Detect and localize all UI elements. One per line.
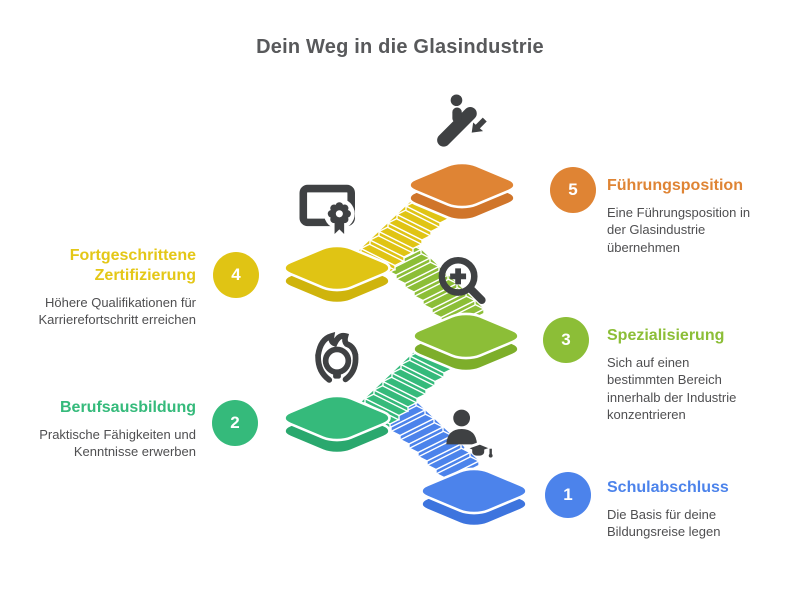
platform-step-1 bbox=[413, 465, 535, 529]
step-2-text-block: Berufsausbildung Praktische Fähigkeiten … bbox=[28, 398, 196, 461]
platform-step-2 bbox=[276, 392, 398, 456]
step-5-title: Führungsposition bbox=[607, 177, 743, 194]
step-3-description: Sich auf einen bestimmten Bereich innerh… bbox=[607, 355, 737, 423]
page-title: Dein Weg in die Glasindustrie bbox=[256, 36, 544, 58]
step-5-number: 5 bbox=[568, 180, 578, 199]
step-3-number-badge: 3 bbox=[543, 317, 589, 363]
step-4-number-badge: 4 bbox=[213, 252, 259, 298]
step-2-description: Praktische Fähigkeiten und Kenntnisse er… bbox=[39, 427, 196, 460]
step-5-number-badge: 5 bbox=[550, 167, 596, 213]
step-2-title: Berufsausbildung bbox=[59, 399, 196, 416]
step-4-description: Höhere Qualifikationen für Karriereforts… bbox=[38, 295, 197, 328]
step-2-number: 2 bbox=[230, 413, 240, 432]
step-5-description: Eine Führungsposition in der Glasindustr… bbox=[607, 205, 751, 255]
step-4-text-block: Fortgeschrittene Zertifizierung Höhere Q… bbox=[28, 246, 197, 329]
step-3-text-block: Spezialisierung Sich auf einen bestimmte… bbox=[607, 326, 759, 424]
step-3-number: 3 bbox=[561, 330, 571, 349]
platform-step-3 bbox=[405, 310, 527, 374]
step-1-description: Die Basis für deine Bildungsreise legen bbox=[607, 507, 721, 540]
graduate-icon bbox=[436, 406, 494, 471]
step-5-text-block: Führungsposition Eine Führungsposition i… bbox=[607, 176, 767, 256]
certificate-icon bbox=[296, 180, 358, 243]
step-2-number-badge: 2 bbox=[212, 400, 258, 446]
idea-icon bbox=[306, 326, 368, 397]
step-4-number: 4 bbox=[231, 265, 241, 284]
step-1-number-badge: 1 bbox=[545, 472, 591, 518]
escalator-icon bbox=[434, 90, 492, 159]
platform-step-5 bbox=[401, 159, 523, 223]
step-1-title: Schulabschluss bbox=[607, 479, 729, 496]
platform-step-4 bbox=[276, 242, 398, 306]
step-1-text-block: Schulabschluss Die Basis für deine Bildu… bbox=[607, 478, 765, 541]
step-3-title: Spezialisierung bbox=[607, 327, 725, 344]
step-4-title: Fortgeschrittene Zertifizierung bbox=[69, 247, 196, 284]
step-1-number: 1 bbox=[563, 485, 573, 504]
stairs-flight-3 bbox=[368, 235, 485, 332]
zoom-in-icon bbox=[432, 250, 490, 317]
